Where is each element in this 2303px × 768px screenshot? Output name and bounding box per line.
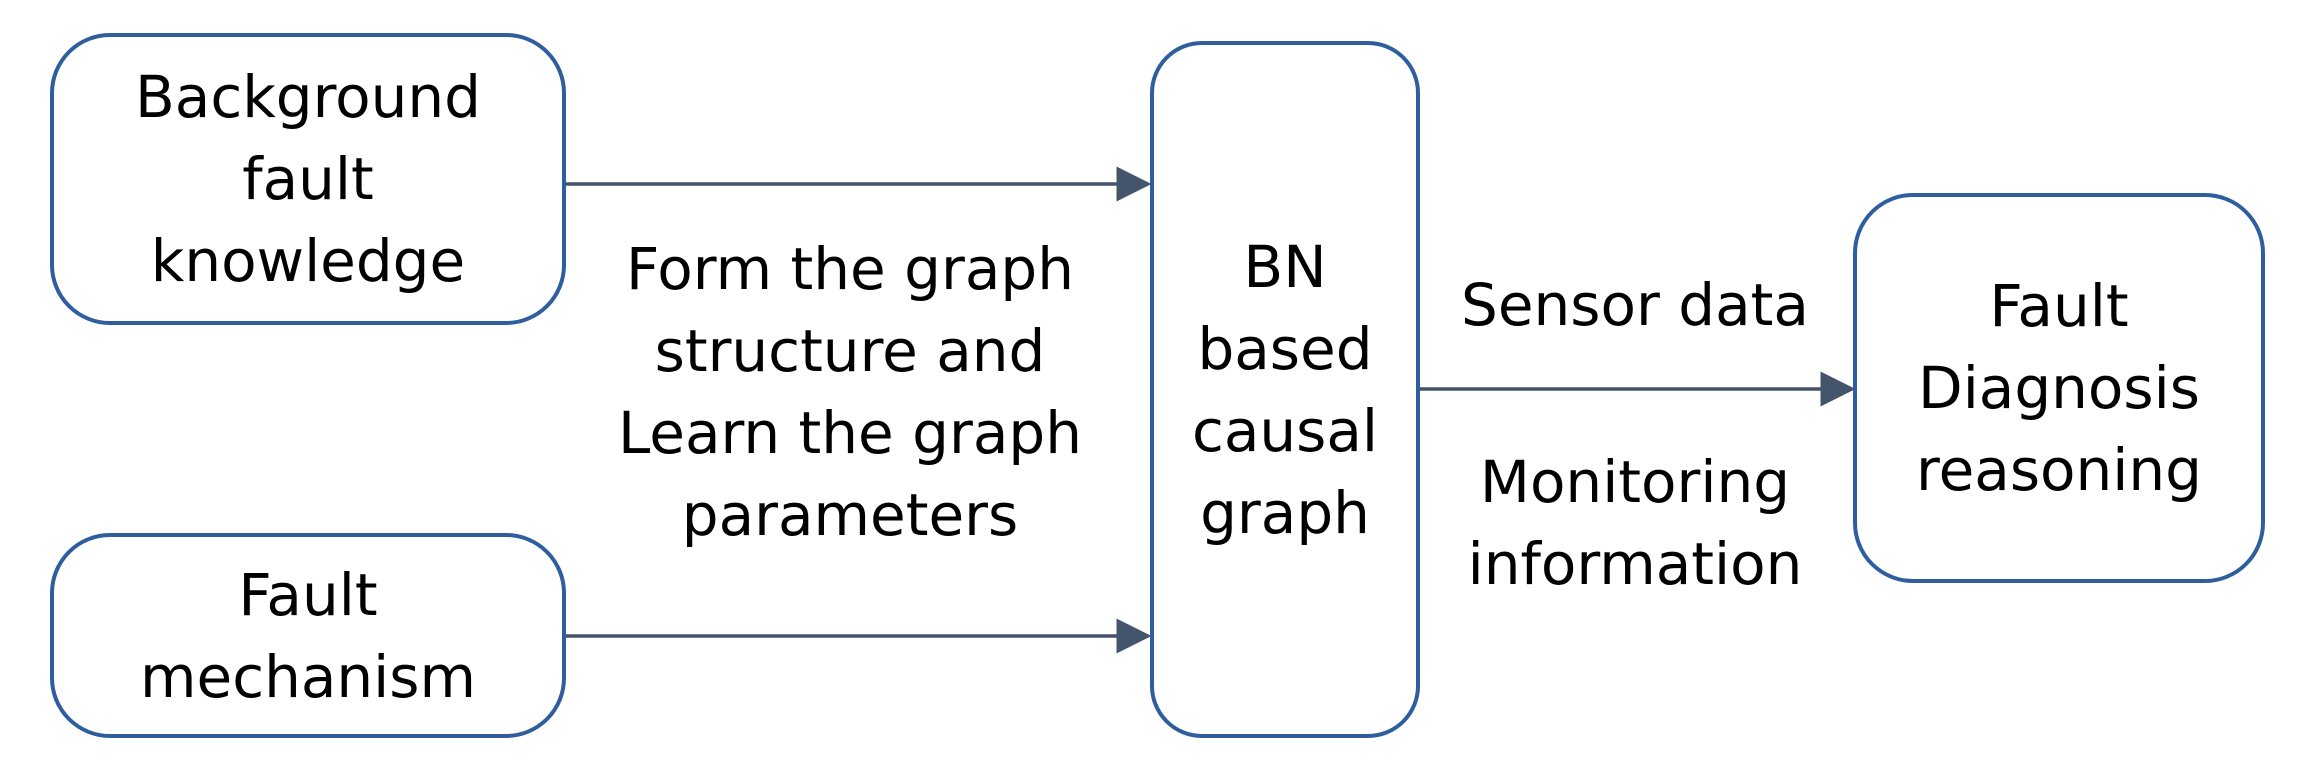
node-fault-diagnosis-reasoning: Fault Diagnosis reasoning	[1853, 193, 2265, 583]
node-text-line: graph	[1200, 478, 1370, 547]
node-text-line: Background	[134, 63, 482, 131]
edge-label-sensor-data: Sensor data	[1430, 264, 1840, 346]
node-text-line: reasoning	[1916, 436, 2202, 504]
node-text-line: Fault	[1989, 272, 2129, 340]
node-text-line: fault	[242, 145, 374, 213]
node-text-line: causal	[1191, 396, 1379, 465]
node-text-line: knowledge	[150, 227, 466, 295]
node-bn-causal-graph: BN based causal graph	[1150, 41, 1420, 738]
node-text-line: based	[1197, 314, 1373, 383]
edge-text-line: Form the graph	[626, 235, 1074, 303]
node-text-line: mechanism	[140, 642, 476, 711]
node-text-line: Fault	[238, 560, 378, 629]
edge-text-line: parameters	[681, 481, 1019, 549]
node-fault-mechanism: Fault mechanism	[50, 533, 566, 738]
edge-text-line: Learn the graph	[618, 399, 1082, 467]
edge-text-line: Sensor data	[1461, 271, 1809, 339]
edge-label-monitoring-information: Monitoring information	[1430, 441, 1840, 605]
node-text-line: Diagnosis	[1918, 354, 2200, 422]
edge-text-line: information	[1467, 530, 1803, 598]
edge-text-line: structure and	[654, 317, 1046, 385]
edge-text-line: Monitoring	[1479, 448, 1791, 516]
node-background-fault-knowledge: Background fault knowledge	[50, 33, 566, 325]
edge-label-graph-learning: Form the graph structure and Learn the g…	[575, 228, 1125, 556]
node-text-line: BN	[1243, 232, 1327, 301]
